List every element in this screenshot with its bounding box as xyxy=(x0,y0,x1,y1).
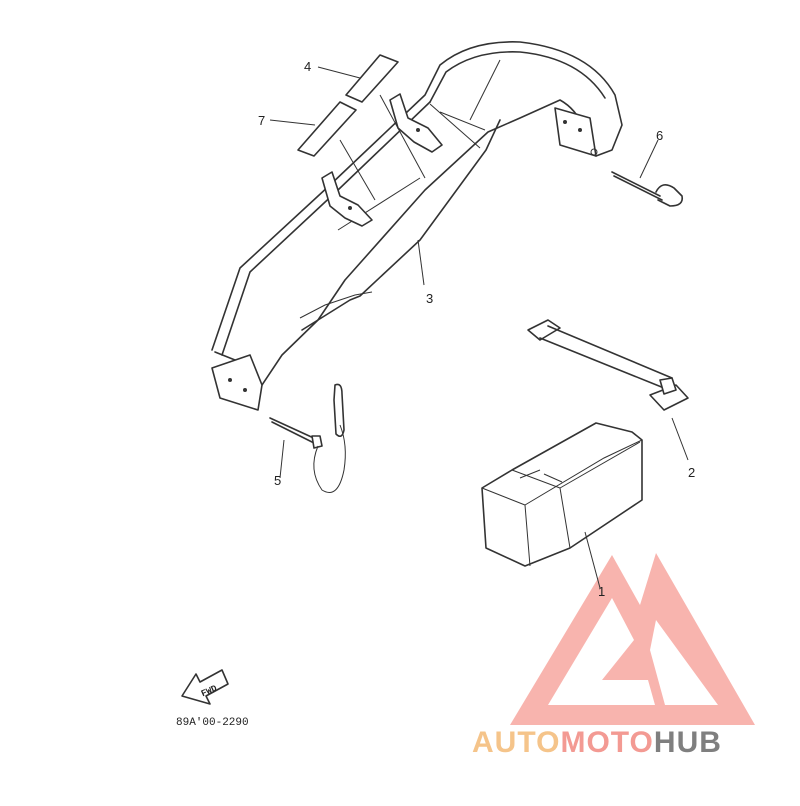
callout-6: 6 xyxy=(656,128,663,143)
watermark-hub: HUB xyxy=(654,726,722,759)
forward-arrow-icon: FWD xyxy=(181,669,229,705)
battery-strap xyxy=(527,319,689,411)
watermark-moto: MOTO xyxy=(560,726,653,759)
callout-3: 3 xyxy=(426,291,433,306)
callout-7: 7 xyxy=(258,113,265,128)
watermark-logo-icon xyxy=(510,553,755,725)
part-code: 89A'00-2290 xyxy=(176,717,249,729)
pin-with-lanyard xyxy=(269,383,346,493)
lock-pin xyxy=(611,171,684,207)
watermark-auto: AUTO xyxy=(472,726,560,759)
watermark-wordmark: AUTOMOTOHUB xyxy=(472,726,722,759)
callout-4: 4 xyxy=(304,59,311,74)
leader-lines xyxy=(269,66,689,589)
callout-1: 1 xyxy=(598,584,605,599)
callout-2: 2 xyxy=(688,465,695,480)
decal-strip-lower xyxy=(297,101,357,157)
battery xyxy=(481,422,643,567)
rear-fender xyxy=(211,41,623,411)
callout-5: 5 xyxy=(274,473,281,488)
decal-strip xyxy=(345,54,399,103)
